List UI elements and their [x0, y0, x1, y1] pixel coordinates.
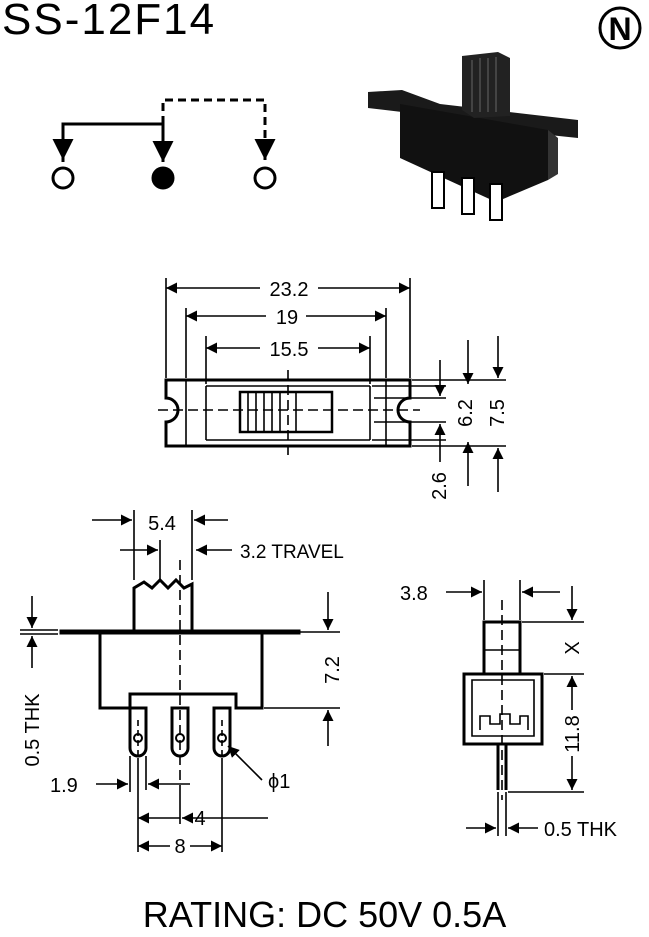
dim-hole-diameter: ϕ1: [268, 771, 290, 793]
top-view-drawing: 23.2 19 15.5 6.2 7.5 2.6: [158, 278, 509, 500]
dim-body-length: 15.5: [270, 339, 309, 361]
dim-body-height: 6.2: [455, 399, 477, 427]
dim-terminal-thickness: 0.5 THK: [544, 819, 618, 841]
dim-travel: 3.2 TRAVEL: [240, 542, 344, 563]
dim-actuator-width: 5.4: [148, 513, 176, 535]
rating-text: RATING: DC 50V 0.5A: [142, 894, 507, 935]
switch-schematic: [51, 98, 277, 190]
part-number-title: SS-12F14: [2, 0, 217, 44]
dim-side-actuator-height: X: [562, 641, 584, 654]
dim-overall-height: 7.5: [487, 399, 509, 427]
dim-terminal-width: 1.9: [50, 775, 78, 797]
terminal-common: [151, 166, 175, 190]
dim-mount-pitch: 19: [276, 307, 298, 329]
dim-side-actuator-width: 3.8: [400, 583, 428, 605]
dim-overall-width: 23.2: [270, 279, 309, 301]
dim-hole-offset: 2.6: [429, 472, 451, 500]
side-view-drawing: 3.8 X 11.8 0.5 THK: [400, 580, 618, 841]
front-view-drawing: 5.4 3.2 TRAVEL 7.2 0.5 THK 1.9 ϕ1 4 8: [20, 510, 344, 858]
brand-logo: N: [598, 6, 642, 50]
dim-outer-pitch: 8: [174, 836, 185, 858]
product-photo: [368, 52, 578, 221]
terminal-open-right: [253, 166, 277, 190]
dim-body-height-front: 7.2: [322, 656, 344, 684]
logo-letter: N: [608, 11, 631, 47]
terminal-open-left: [51, 166, 75, 190]
dim-plate-thickness: 0.5 THK: [22, 693, 44, 767]
dim-pin-pitch: 4: [194, 808, 205, 830]
dim-side-body-height: 11.8: [562, 715, 584, 752]
